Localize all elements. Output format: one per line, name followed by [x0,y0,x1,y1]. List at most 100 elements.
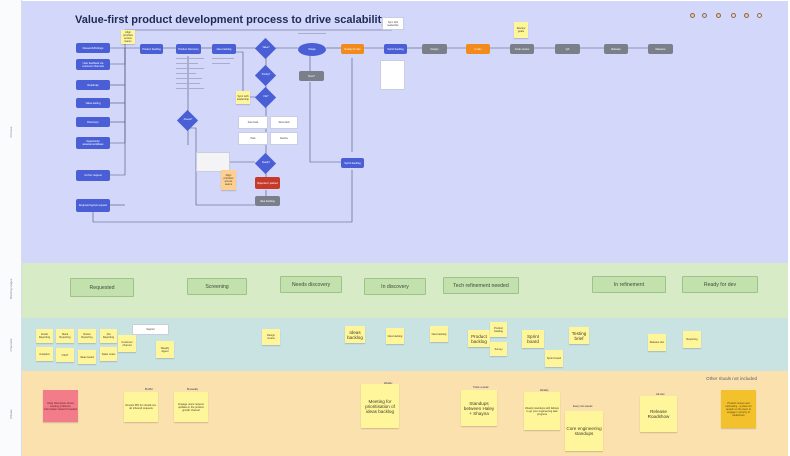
backlog-stage[interactable]: Screening [187,278,247,295]
process-node[interactable]: Shape [298,43,326,56]
text-placeholder [298,33,326,35]
backlog-stage[interactable]: Requested [70,278,134,297]
avatar[interactable] [757,13,762,18]
backlog-stage[interactable]: In discovery [364,278,426,295]
ritual-frequency: Twice a week [473,386,489,389]
channel-note[interactable]: Ideas board [78,350,96,364]
avatar[interactable] [690,13,695,18]
backlog-stage[interactable]: In refinement [592,276,666,293]
ritual-frequency: Bi-weekly [187,388,199,391]
decision-label: Priority? [261,74,271,76]
channel-note[interactable]: Sprint board [545,350,563,367]
lane-gutter-rituals: Rituals [0,371,22,456]
channel-note[interactable]: Survey [490,342,507,356]
ritual-note[interactable]: Weekly standups with fellows to go your … [524,392,560,430]
channel-note[interactable]: Customer channel [118,335,136,352]
process-node-stage[interactable]: Now? [299,71,324,81]
text-placeholder [176,58,204,60]
text-placeholder [212,58,234,60]
process-input-node[interactable]: Opportunity assessment/ideas [76,137,110,149]
channel-note[interactable]: Product backlog [490,322,507,337]
decision-label: Fits? [263,96,269,98]
lane-gutter-process: Process [0,0,22,263]
process-node-stage[interactable]: Design [422,44,447,54]
channel-note[interactable]: Sprint board [522,330,544,348]
channel-note[interactable]: Weekly digest [156,341,174,358]
process-input-node[interactable]: Ad hoc request [76,170,110,181]
ritual-frequency: Every two weeks [573,405,593,408]
notes-card[interactable]: Sync with leadership [382,17,404,30]
process-node-highlighted[interactable]: In dev [466,44,490,54]
channel-note[interactable]: Design review [262,329,280,345]
decision-label: Value? [262,47,270,49]
process-input-node[interactable]: Engineering/ops request [76,199,110,212]
process-node-highlighted[interactable]: Ready for dev [341,44,364,54]
ritual-frequency: Weekly [540,389,549,392]
text-placeholder [212,63,230,65]
channel-note[interactable]: Analytics [36,347,53,361]
channel-note[interactable]: CSAT [56,348,74,362]
channel-note[interactable]: Release doc [648,334,666,351]
ritual-note[interactable]: Core engineering standups [565,411,603,451]
process-node-stage[interactable]: QA [555,44,580,54]
option-card[interactable]: Decline [270,132,298,145]
process-node-stage[interactable]: Idea backlog [255,196,280,206]
channel-card[interactable]: Support [132,324,169,335]
process-input-node[interactable]: Research/findings [76,43,110,53]
ritual-frequency: Ad-Hoc [656,393,665,396]
rituals-excluded-label: Other rituals not included [706,376,758,381]
process-node-stage[interactable]: Code review [510,44,534,54]
ritual-note[interactable]: Engage users request updates in the prod… [174,392,208,422]
process-node[interactable]: Product discovery [176,44,201,54]
channel-note[interactable]: Email Reporting [36,329,53,343]
channel-note[interactable]: Testing brief [569,327,589,344]
text-placeholder [176,88,204,90]
option-card[interactable]: Park [238,132,268,145]
backlog-stage[interactable]: Needs discovery [280,276,342,293]
backlog-stage[interactable]: Ready for dev [682,276,758,293]
ritual-note-gold[interactable]: Product review and estimating - a place … [721,390,756,428]
backlog-stage[interactable]: Tech refinement needed [443,277,519,294]
ritual-note[interactable]: Meeting for prioritisation of ideas back… [361,384,399,428]
avatar[interactable] [716,13,721,18]
ritual-note-pink[interactable]: Daily discussion of last meeting problem… [43,390,78,422]
process-node[interactable]: Sprint backlog [384,44,407,54]
channel-note[interactable]: Idea backlog [386,328,404,344]
text-placeholder [176,73,196,75]
sticky-note[interactable]: Sync with leadership [236,91,250,104]
ritual-note[interactable]: Review PID for should-not-do inbound req… [124,392,158,422]
sticky-note[interactable]: Align priorities across teams [121,30,135,44]
sticky-note[interactable]: Align priorities across teams [221,170,236,190]
screenshot-card [196,152,230,172]
channel-note[interactable]: Sales notes [100,347,117,361]
text-placeholder [176,63,198,65]
channel-note[interactable]: Notion Reporting [78,329,96,343]
channel-note[interactable]: Ideas backlog [345,326,365,343]
option-card[interactable]: Slow track [270,116,298,129]
process-node-stage[interactable]: Measure [648,44,673,54]
process-node-stage[interactable]: Release [604,44,628,54]
avatar[interactable] [702,13,707,18]
avatar[interactable] [731,13,736,18]
board-title: Value-first product development process … [75,14,388,26]
process-node[interactable]: Product backlog [140,44,163,54]
notes-card[interactable] [380,60,405,90]
sticky-note[interactable]: Review goals [514,22,528,38]
rejected-node[interactable]: Rejected / parked [255,177,280,189]
process-input-node[interactable]: Discovery [76,117,110,127]
ritual-note[interactable]: Release Roadshow [640,396,677,432]
channel-note[interactable]: Jira Reporting [100,329,117,343]
process-node[interactable]: Sprint backlog [341,158,364,168]
option-card[interactable]: Fast track [238,116,268,129]
process-input-node[interactable]: Roadmap [76,80,110,90]
process-input-node[interactable]: Value testing [76,98,110,108]
process-node[interactable]: Idea backlog [212,44,236,54]
channel-note[interactable]: Product backlog [468,330,490,347]
channel-note[interactable]: Reporting [683,331,701,348]
decision-label: Ready? [262,162,270,164]
channel-note[interactable]: Idea backlog [430,326,448,342]
channel-note[interactable]: Slack Reporting [56,329,74,343]
ritual-note[interactable]: Standups between Haley + Shayna [461,390,497,426]
process-input-node[interactable]: User feedback via customer channels [76,59,110,70]
avatar[interactable] [744,13,749,18]
